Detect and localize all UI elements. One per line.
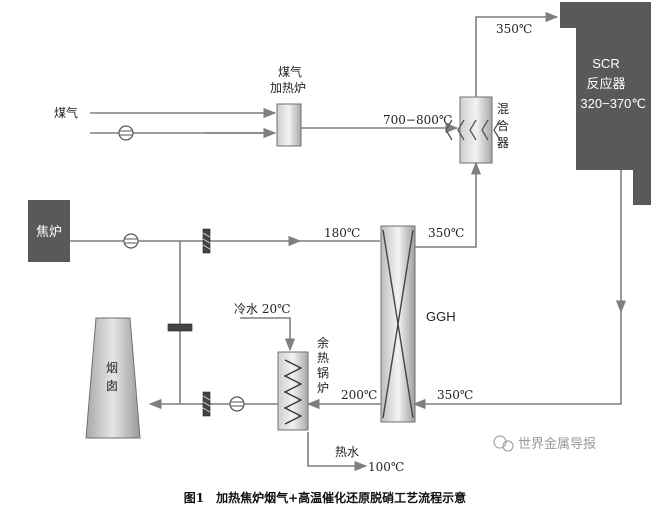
- ggh-label: GGH: [426, 309, 456, 324]
- heater-label-2: 加热炉: [270, 81, 306, 95]
- scr-label-3: 320−370℃: [580, 96, 646, 111]
- boiler-label-1: 余: [317, 335, 329, 350]
- coal-gas-label: 煤气: [54, 105, 78, 120]
- coke-oven-label: 焦炉: [36, 224, 62, 239]
- mixer-to-scr-line: [475, 11, 559, 97]
- boiler-label-2: 热: [317, 351, 329, 365]
- heater-label-1: 煤气: [278, 64, 302, 79]
- mixer-label-3: 器: [497, 136, 509, 150]
- bypass-damper-icon: [167, 323, 193, 332]
- temp-350-top-label: 350℃: [496, 22, 532, 36]
- coke-oven: [28, 200, 70, 262]
- waste-heat-boiler: [277, 351, 309, 431]
- cold-water-inlet-line: [240, 317, 296, 352]
- mixer: [445, 96, 501, 164]
- scr-label-1: SCR: [592, 56, 619, 71]
- chimney: [85, 317, 141, 439]
- figure-caption: 图1 加热焦炉烟气+高温催化还原脱硝工艺流程示意: [184, 490, 466, 505]
- mixer-label-2: 合: [497, 118, 509, 133]
- cold-water-label: 冷水 20℃: [234, 302, 291, 316]
- hot-water-label: 热水: [335, 445, 359, 459]
- boiler-label-3: 锅: [317, 365, 329, 380]
- boiler-label-4: 炉: [317, 381, 329, 395]
- air-fan-icon: [118, 125, 134, 141]
- temp-180-label: 180℃: [324, 226, 360, 240]
- chimney-fan-icon: [229, 396, 245, 412]
- chimney-label-2: 囱: [106, 379, 118, 393]
- coal-gas-heater: [276, 103, 302, 147]
- chimney-label-1: 烟: [106, 361, 118, 375]
- temp-200-label: 200℃: [341, 388, 377, 402]
- scr-to-ggh-return-line: [412, 312, 622, 410]
- watermark-text: 世界金属导报: [518, 436, 596, 452]
- scr-reactor: [560, 2, 651, 205]
- temp-350-ggh-top-label: 350℃: [428, 226, 464, 240]
- scr-label-2: 反应器: [586, 76, 625, 91]
- ggh-heat-exchanger: [380, 225, 416, 423]
- ggh-to-mixer-line: [415, 161, 482, 248]
- watermark: 世界金属导报: [493, 435, 596, 452]
- temp-700-800-label: 700−800℃: [383, 113, 452, 127]
- temp-350-return-label: 350℃: [437, 388, 473, 402]
- flue-fan-icon: [123, 233, 139, 249]
- hot-water-outlet-line: [307, 432, 368, 472]
- temp-100-label: 100℃: [368, 460, 404, 474]
- mixer-label-1: 混: [497, 102, 509, 116]
